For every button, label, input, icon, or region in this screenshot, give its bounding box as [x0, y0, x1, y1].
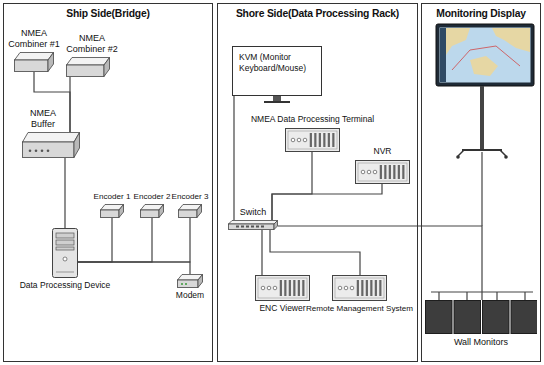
display-cable [481, 152, 482, 226]
connector [78, 218, 190, 262]
device-icon [177, 274, 203, 288]
connector [64, 158, 65, 228]
encoder-device: Encoder 1 [100, 204, 124, 218]
device-label: Data Processing Device [20, 281, 111, 291]
display-screen [436, 24, 534, 86]
device-label: Modem [176, 291, 204, 301]
encoder-device: Encoder 3 [178, 204, 202, 218]
combiner-device: NMEA Combiner #1 [14, 52, 54, 72]
connector [78, 262, 190, 274]
rack-device: NVR [355, 160, 410, 184]
panel-title: Ship Side(Bridge) [4, 8, 212, 19]
encoder-device: Encoder 2 [140, 204, 164, 218]
device-label: Encoder 3 [172, 192, 209, 201]
combiner-device: NMEA Combiner #2 [66, 57, 110, 77]
modem-device: Modem [177, 274, 203, 288]
rack-device: Remote Management System [332, 275, 387, 301]
kvm-stand [264, 96, 290, 102]
computer-tower: Data Processing Device [52, 228, 78, 278]
device-label: ENC Viewer [259, 304, 305, 314]
device-icon [22, 132, 80, 158]
device-icon [66, 57, 110, 77]
device-icon [14, 52, 54, 72]
monitor-text: KVM (Monitor Keyboard/Mouse) [239, 52, 315, 73]
region-panel: Shore Side(Data Processing Rack) KVM (Mon… [217, 3, 418, 362]
device-icon [52, 228, 78, 278]
panel-title: Monitoring Display [422, 8, 540, 19]
device-icon [332, 275, 387, 301]
device-label: Remote Management System [306, 304, 413, 313]
connector [272, 184, 382, 220]
device-label: NVR [374, 147, 392, 157]
device-label: Wall Monitors [454, 337, 508, 347]
region-panel: Ship Side(Bridge)NMEA Combiner #1NMEA Co… [3, 3, 213, 362]
device-icon [285, 128, 340, 152]
device-label: NMEA Combiner #2 [63, 33, 121, 54]
connector [69, 77, 70, 132]
connector [233, 96, 234, 220]
rack-device: ENC Viewer [255, 275, 310, 301]
connector [270, 230, 360, 275]
device-icon [140, 204, 164, 218]
device-icon [355, 160, 410, 184]
device-icon [178, 204, 202, 218]
buffer-device: NMEA Buffer [22, 132, 80, 158]
device-label: NMEA Buffer [23, 108, 63, 129]
device-icon [425, 300, 537, 334]
device-icon [100, 204, 124, 218]
connector [261, 230, 262, 275]
connector [78, 218, 112, 262]
display-stand [456, 86, 508, 159]
panel-title: Shore Side(Data Processing Rack) [218, 8, 417, 19]
device-label: NMEA Combiner #1 [5, 28, 63, 49]
device-icon [228, 220, 278, 230]
device-label: Encoder 1 [94, 192, 131, 201]
wall-monitors: Wall Monitors [425, 300, 537, 334]
device-label: Switch [240, 207, 267, 217]
network-switch: Switch [228, 220, 278, 230]
kvm-monitor: KVM (Monitor Keyboard/Mouse) [232, 46, 322, 96]
region-panel: Monitoring DisplayWall Monitors [421, 3, 541, 362]
connector [78, 218, 152, 262]
device-icon [255, 275, 310, 301]
device-label: NMEA Data Processing Terminal [251, 115, 374, 125]
rack-device: NMEA Data Processing Terminal [285, 128, 340, 152]
device-label: Encoder 2 [134, 192, 171, 201]
connector [272, 152, 312, 220]
